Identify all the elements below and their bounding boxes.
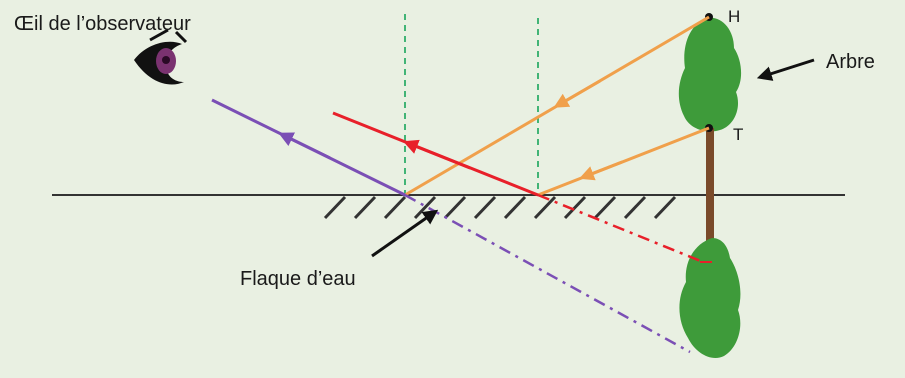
virtual-ray-purple [404,193,691,354]
reflected-ray-red [332,111,539,197]
tree-foliage [678,17,742,132]
reflected-ray-purple [211,98,406,197]
puddle-pointer-arrow [371,209,439,258]
incident-ray-from-h [404,15,710,197]
tree-pointer-arrow [756,58,815,81]
tree [678,17,742,262]
virtual-ray-red [537,193,704,264]
puddle-hatching [323,195,677,220]
incident-ray-from-t [537,126,710,197]
tree-label: Arbre [826,51,875,73]
eye-label: Œil de l’observateur [14,13,191,35]
point-t-label: T [733,125,743,144]
point-h-label: H [728,7,740,26]
puddle-label: Flaque d’eau [240,268,356,290]
eye-icon [134,28,188,85]
tree-reflection-foliage [679,238,741,358]
